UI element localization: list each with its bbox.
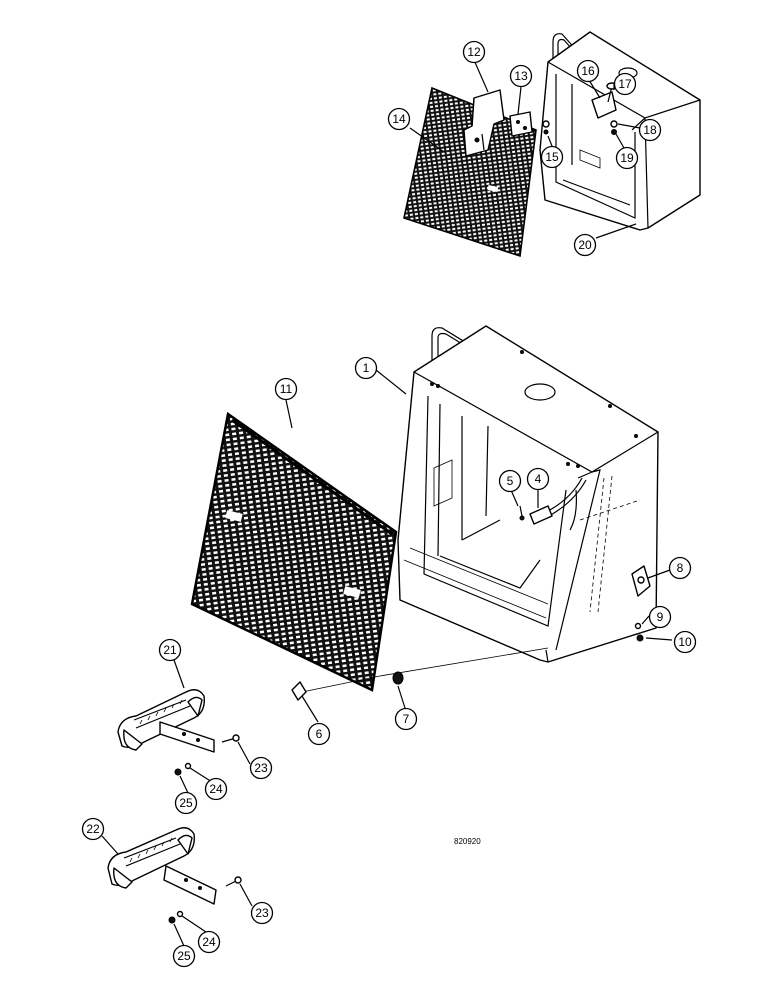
callout-16: 16 [576,59,600,83]
callout-24a: 24 [204,777,228,801]
upper-assembly [403,31,701,258]
callout-21: 21 [158,638,182,662]
svg-text:1: 1 [363,361,370,375]
svg-text:10: 10 [678,635,692,649]
upper-handle [552,33,579,60]
svg-text:24: 24 [209,782,223,796]
callout-18: 18 [638,118,662,142]
svg-text:24: 24 [202,935,216,949]
upper-grille-screen [403,86,537,258]
svg-text:13: 13 [514,69,528,83]
callout-23a: 23 [249,756,273,780]
step-assembly-21 [117,689,240,776]
callout-9: 9 [648,605,672,629]
callout-23b: 23 [250,901,274,925]
svg-text:20: 20 [578,238,592,252]
callout-15: 15 [540,145,564,169]
upper-box-housing [539,31,701,231]
callout-25b: 25 [172,944,196,968]
callout-13: 13 [509,64,533,88]
step-assembly-22 [107,827,242,924]
svg-text:12: 12 [467,45,481,59]
callout-8: 8 [668,556,692,580]
main-assembly [190,325,659,701]
callout-20: 20 [573,233,597,257]
svg-text:5: 5 [507,474,514,488]
upper-mounting-bracket [463,89,505,157]
main-handle [431,327,479,366]
svg-text:25: 25 [177,949,191,963]
callout-10: 10 [673,630,697,654]
svg-text:16: 16 [581,64,595,78]
svg-text:15: 15 [545,150,559,164]
callout-24b: 24 [197,930,221,954]
leader-lines [101,59,673,947]
drawing-code: 820920 [454,837,481,846]
callout-5: 5 [498,469,522,493]
callout-12: 12 [462,40,486,64]
callout-17: 17 [613,72,637,96]
svg-text:19: 19 [620,151,634,165]
callout-22: 22 [81,817,105,841]
svg-text:17: 17 [618,77,632,91]
svg-text:22: 22 [86,822,100,836]
callout-6: 6 [307,722,331,746]
callout-14: 14 [387,107,411,131]
main-grille-screen [190,411,398,692]
svg-text:21: 21 [163,643,177,657]
svg-text:23: 23 [255,906,269,920]
svg-text:7: 7 [403,712,410,726]
main-box-housing [397,325,659,663]
callout-11: 11 [274,377,298,401]
callout-25a: 25 [174,791,198,815]
svg-text:23: 23 [254,761,268,775]
svg-text:8: 8 [677,561,684,575]
svg-text:25: 25 [179,796,193,810]
callout-4: 4 [526,467,550,491]
svg-text:6: 6 [316,727,323,741]
svg-text:14: 14 [392,112,406,126]
svg-text:4: 4 [535,472,542,486]
svg-text:9: 9 [657,610,664,624]
callout-1: 1 [354,356,378,380]
svg-text:11: 11 [280,382,293,396]
callout-19: 19 [615,146,639,170]
svg-text:18: 18 [643,123,657,137]
callout-7: 7 [394,707,418,731]
